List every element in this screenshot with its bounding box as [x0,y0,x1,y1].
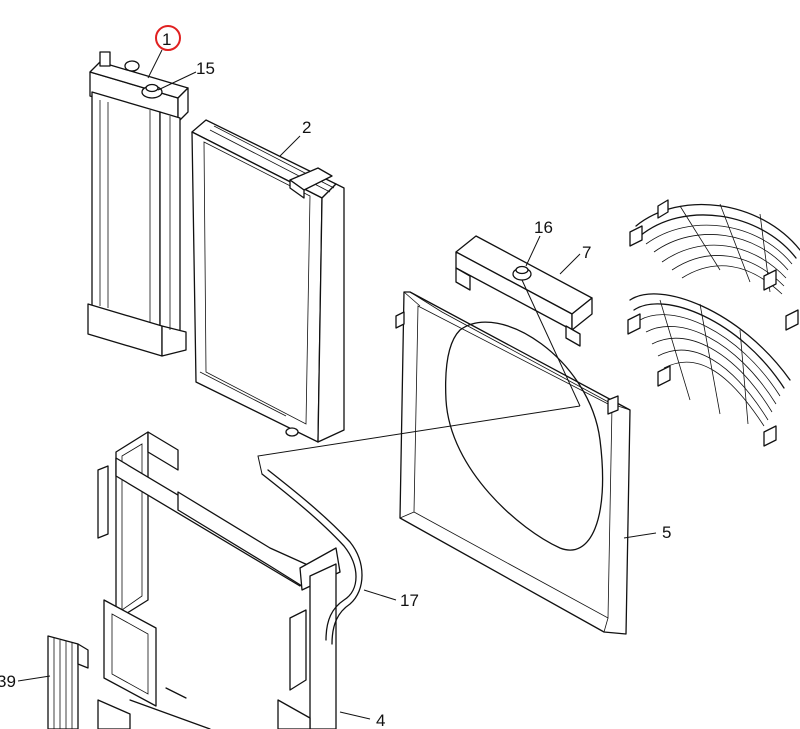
part-5-fan-shroud[interactable] [395,291,631,635]
part-39-small-cooler[interactable] [47,635,89,729]
part-17-hose[interactable] [257,279,581,645]
part-4-frame[interactable] [97,431,341,729]
callout-5[interactable]: 5 [662,523,671,542]
callout-1-highlight-circle [155,25,181,51]
callout-15[interactable]: 15 [196,59,215,78]
callout-16[interactable]: 16 [534,218,553,237]
leader-lines [17,49,657,720]
fan-guard-upper[interactable] [629,199,800,295]
callout-17[interactable]: 17 [400,591,419,610]
part-2-cooler-core[interactable] [191,119,345,443]
part-1-radiator-core[interactable] [87,51,189,357]
part-15-filler-cap[interactable] [141,83,163,99]
callout-7[interactable]: 7 [582,243,591,262]
callout-4[interactable]: 4 [376,711,385,729]
fan-guard-lower[interactable] [627,293,799,447]
callout-39[interactable]: 39 [0,672,16,691]
callout-2[interactable]: 2 [302,118,311,137]
callout-1[interactable]: 1 [162,30,171,49]
